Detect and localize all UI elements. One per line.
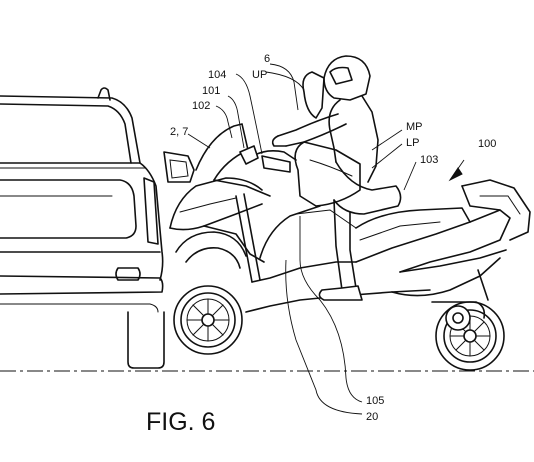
label-105: 105 [366,395,384,407]
label-101: 101 [202,85,220,97]
reference-labels: 6 104 UP 101 102 2, 7 MP LP 103 100 105 … [146,53,496,436]
handlebar-device [239,145,259,165]
label-lp: LP [406,137,419,149]
rider [271,55,402,301]
figure-title: FIG. 6 [146,408,215,436]
label-102: 102 [192,100,210,112]
front-wheel [173,285,243,355]
scooter [169,123,531,313]
leader-lines [187,63,465,415]
arrow-100 [448,167,463,182]
label-20: 20 [366,411,378,423]
label-up: UP [252,69,267,81]
label-100: 100 [478,138,496,150]
label-mp: MP [406,121,423,133]
label-104: 104 [208,69,226,81]
label-2-7: 2, 7 [170,126,188,138]
label-103: 103 [420,154,438,166]
rear-wheel [431,269,505,371]
car [0,87,195,369]
label-6: 6 [264,53,270,65]
